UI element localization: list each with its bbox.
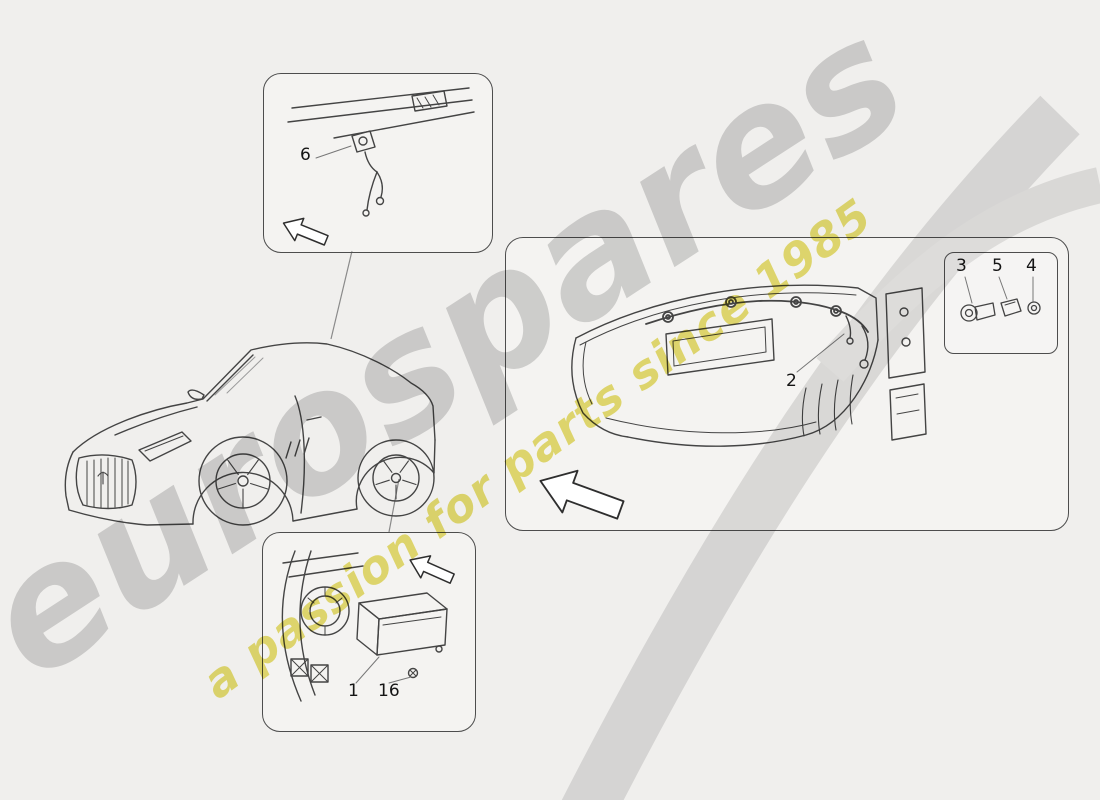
direction-arrow-icon	[282, 217, 329, 246]
part-label-16: 16	[378, 681, 400, 701]
part-label-4: 4	[1026, 256, 1037, 276]
part-label-2: 2	[786, 371, 797, 391]
mounting-brackets	[885, 287, 927, 441]
control-unit-drawing	[281, 550, 455, 702]
car-body	[64, 342, 436, 526]
speaker-ring	[300, 586, 350, 636]
callout-cabin-sensor	[263, 73, 493, 253]
parking-sensor-part	[960, 302, 996, 322]
cabin-sensor-part	[351, 130, 385, 217]
car-rear-wheel	[357, 439, 435, 517]
part-label-5: 5	[992, 256, 1003, 276]
car-three-quarter-drawing	[64, 342, 436, 526]
callout-control-unit	[262, 532, 476, 732]
direction-arrow-icon	[539, 469, 625, 520]
part-label-6: 6	[300, 145, 311, 165]
fastener-part	[407, 667, 419, 679]
control-unit-part	[356, 592, 448, 656]
grommet-plates	[290, 658, 329, 683]
header-bracket	[411, 90, 448, 112]
car-headlight	[138, 431, 192, 462]
sensor-clip-part	[1027, 301, 1041, 315]
part-label-1: 1	[348, 681, 359, 701]
part-label-3: 3	[956, 256, 967, 276]
car-windshield	[187, 354, 264, 402]
car-grille	[75, 454, 137, 510]
cabin-sensor-drawing	[282, 87, 475, 246]
car-front-wheel	[198, 436, 288, 526]
direction-arrow-icon	[409, 555, 455, 584]
sensor-bracket-part	[1000, 298, 1022, 317]
